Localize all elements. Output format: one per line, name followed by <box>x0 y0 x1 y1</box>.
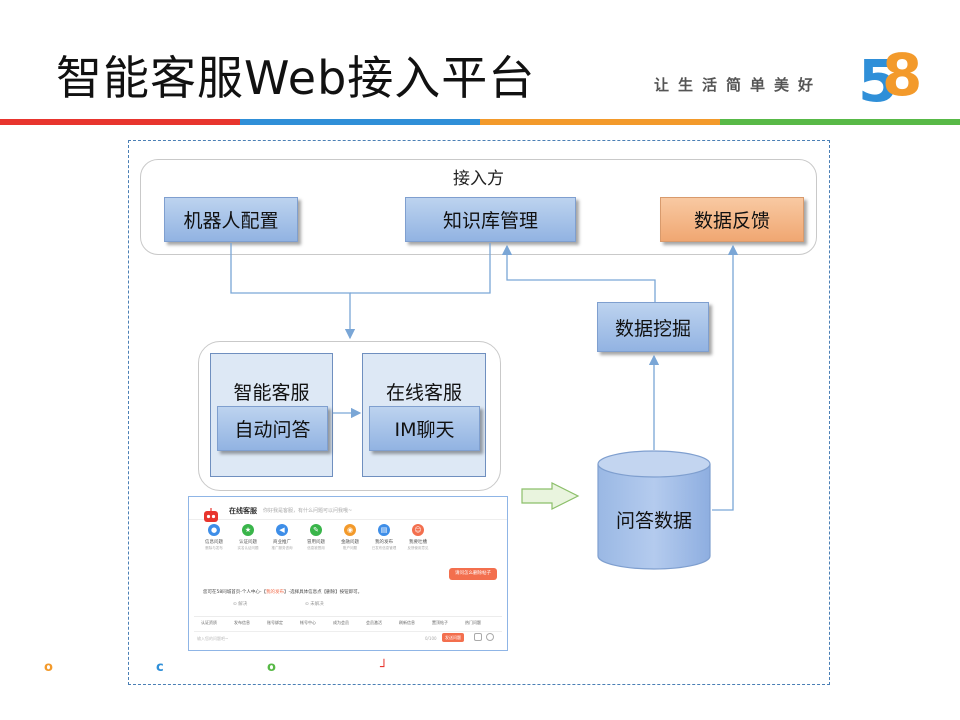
bot-answer-text: 您可在58同城首页-个人中心-【我的发布】-选择具体信息点【删除】按钮即可。 <box>203 589 362 595</box>
feedback-solved-button[interactable]: ⊙ 解决 <box>233 601 247 607</box>
quick-question-label: 信息问题 <box>205 540 223 545</box>
smart-service-label: 智能客服 <box>233 382 310 404</box>
quick-question-icon: ★ <box>242 524 254 536</box>
robot-avatar-icon <box>204 508 218 522</box>
quick-question-label: 我要吐槽 <box>409 540 427 545</box>
chat-input-bar <box>194 631 502 643</box>
send-button[interactable]: 发送问题 <box>442 633 464 642</box>
char-counter: 0/100 <box>425 636 437 641</box>
stripe-blue <box>240 119 480 125</box>
quick-question-item[interactable]: ★ 认证问题实名认证问题 <box>231 524 265 554</box>
check-icon: ⊙ <box>233 602 239 607</box>
quick-link[interactable]: 账号绑定 <box>267 620 283 625</box>
emoji-icon[interactable] <box>486 633 494 641</box>
auto-qa-box: 自动问答 <box>217 406 328 451</box>
connector-qa-data-to-feedback <box>712 244 739 511</box>
robot-config-box: 机器人配置 <box>164 197 298 242</box>
connector-mining-to-knowledge <box>501 244 656 302</box>
quick-question-label: 商业推广 <box>273 540 291 545</box>
footer-marker-green: o <box>267 660 276 675</box>
quick-question-sub: 删除与发布 <box>205 546 223 550</box>
quick-question-item[interactable]: ☺ 我要吐槽反馈使用意见 <box>401 524 435 554</box>
quick-question-label: 我的发布 <box>375 540 393 545</box>
quick-link[interactable]: 帐号中心 <box>300 620 316 625</box>
quick-link[interactable]: 置顶帖子 <box>432 620 448 625</box>
im-chat-box: IM聊天 <box>369 406 480 451</box>
quick-question-icon: ● <box>208 524 220 536</box>
chat-ui-screenshot: 在线客服 你好我是客服，有什么问题可以问我哦~ ● 信息问题删除与发布 ★ 认证问题实… <box>188 496 508 651</box>
stripe-green <box>720 119 960 125</box>
quick-question-sub: 反馈使用意见 <box>407 546 429 550</box>
data-feedback-box: 数据反馈 <box>660 197 804 242</box>
stripe-orange <box>480 119 720 125</box>
service-panel <box>198 341 501 491</box>
quick-question-icon: ✎ <box>310 524 322 536</box>
quick-question-label: 金融问题 <box>341 540 359 545</box>
brand-logo: 5 8 <box>858 42 922 114</box>
quick-link[interactable]: 认证资质 <box>201 620 217 625</box>
quick-question-label: 冒用问题 <box>307 540 325 545</box>
brand-slogan: 让生活简单美好 <box>654 76 823 94</box>
logo-digit-8: 8 <box>882 41 923 109</box>
image-upload-icon[interactable] <box>474 633 482 641</box>
answer-suffix: 】-选择具体信息点【删除】按钮即可。 <box>283 590 363 595</box>
quick-question-sub: 实名认证问题 <box>237 546 259 550</box>
answer-highlight: 我的发布 <box>265 590 284 595</box>
online-service-label: 在线客服 <box>385 382 462 404</box>
quick-question-icon: ▤ <box>378 524 390 536</box>
feedback-unsolved-button[interactable]: ⊙ 未解决 <box>305 601 324 607</box>
flow-arrow-to-qa-data <box>521 482 580 510</box>
quick-question-icon: ◉ <box>344 524 356 536</box>
quick-link[interactable]: 热门问题 <box>465 620 481 625</box>
quick-question-sub: 账户问题 <box>343 546 357 550</box>
footer-marker-blue: c <box>156 660 164 675</box>
connector-knowledge-base-down <box>350 243 491 294</box>
footer-marker-orange: o <box>44 660 53 675</box>
feedback-unsolved-label: 未解决 <box>310 602 324 607</box>
data-mining-box: 数据挖掘 <box>597 302 709 352</box>
quick-link[interactable]: 成为会员 <box>333 620 349 625</box>
quick-question-item[interactable]: ● 信息问题删除与发布 <box>197 524 231 554</box>
qa-data-label: 问答数据 <box>615 510 692 532</box>
slide-title: 智能客服Web接入平台 <box>56 51 536 105</box>
feedback-solved-label: 解决 <box>238 602 248 607</box>
quick-question-icon: ◀ <box>276 524 288 536</box>
quick-question-item[interactable]: ◀ 商业推广推广服务咨询 <box>265 524 299 554</box>
quick-question-sub: 推广服务咨询 <box>271 546 293 550</box>
quick-question-icon: ☺ <box>412 524 424 536</box>
quick-question-item[interactable]: ◉ 金融问题账户问题 <box>333 524 367 554</box>
chat-header <box>189 497 507 520</box>
color-stripe <box>0 119 960 125</box>
user-message-bubble: 请问怎么删除帖子 <box>449 568 497 580</box>
quick-question-item[interactable]: ✎ 冒用问题信息被冒用 <box>299 524 333 554</box>
quick-question-item[interactable]: ▤ 我的发布已发布信息管理 <box>367 524 401 554</box>
logo-digit-5: 5 <box>858 47 899 115</box>
diagram-frame <box>128 140 830 685</box>
stripe-red <box>0 119 240 125</box>
quick-link[interactable]: 刷新信息 <box>399 620 415 625</box>
answer-prefix: 您可在58同城首页-个人中心-【 <box>203 590 266 595</box>
chat-divider <box>194 616 502 617</box>
qa-data-cylinder: 问答数据 <box>597 450 711 570</box>
cross-icon: ⊙ <box>305 602 311 607</box>
chat-subtitle: 你好我是客服，有什么问题可以问我哦~ <box>263 508 353 514</box>
quick-question-label: 认证问题 <box>239 540 257 545</box>
knowledge-base-box: 知识库管理 <box>405 197 576 242</box>
connector-robot-config-down <box>230 243 356 340</box>
access-party-label: 接入方 <box>453 169 504 189</box>
quick-question-sub: 信息被冒用 <box>307 546 325 550</box>
quick-link[interactable]: 发布信息 <box>234 620 250 625</box>
chat-input[interactable]: 输入您的问题吧~ <box>197 636 229 641</box>
quick-link[interactable]: 会员激活 <box>366 620 382 625</box>
quick-question-sub: 已发布信息管理 <box>371 546 397 550</box>
cylinder-shape <box>597 450 711 570</box>
footer-marker-red: ┘ <box>380 660 388 675</box>
chat-title: 在线客服 <box>229 507 257 515</box>
